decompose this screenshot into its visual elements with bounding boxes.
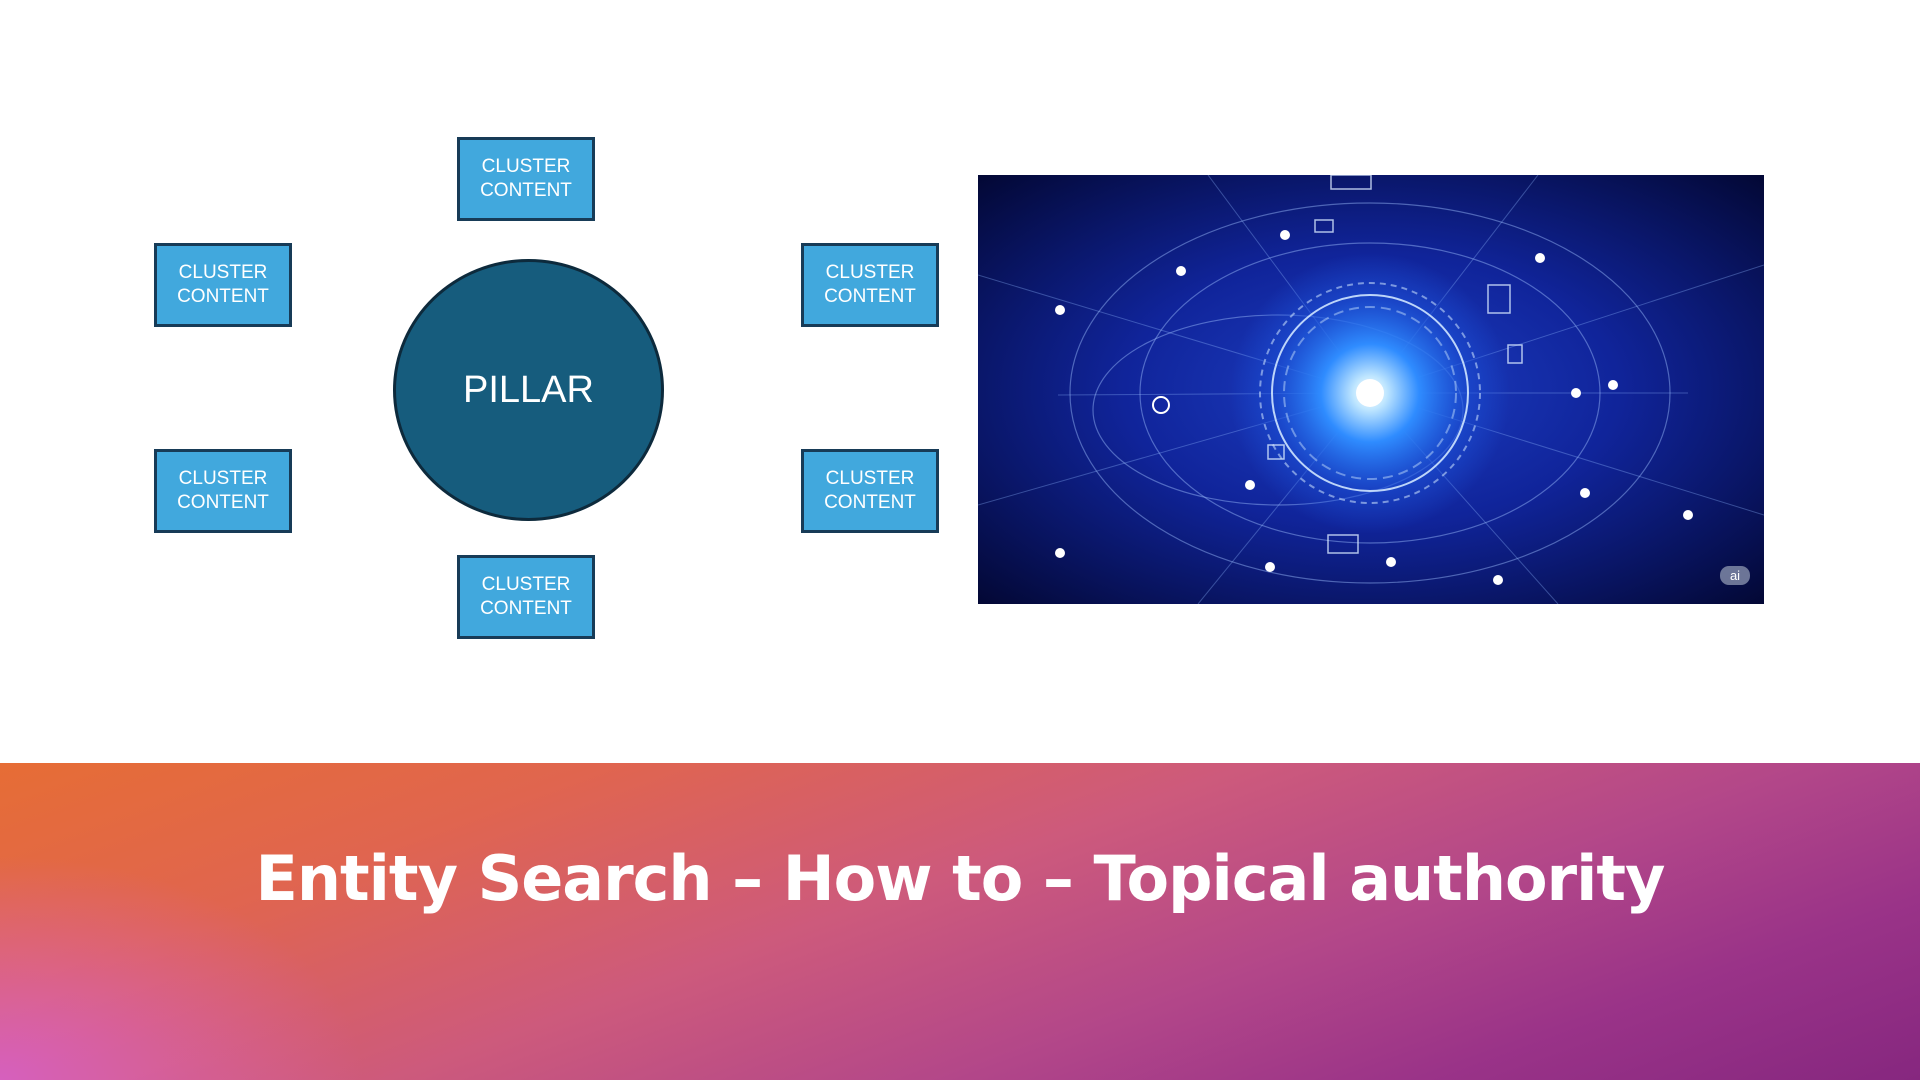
cluster-label-line1: CLUSTER <box>481 574 571 595</box>
cluster-label-line1: CLUSTER <box>178 468 268 489</box>
cluster-label-line1: CLUSTER <box>825 262 915 283</box>
cluster-box-top: CLUSTER CONTENT <box>457 137 595 221</box>
cluster-label-line1: CLUSTER <box>178 262 268 283</box>
cluster-label-line2: CONTENT <box>824 492 916 513</box>
cluster-box-upper-right: CLUSTER CONTENT <box>801 243 939 327</box>
title-banner: Entity Search – How to – Topical authori… <box>0 763 1920 1080</box>
cluster-label-line2: CONTENT <box>480 180 572 201</box>
cluster-box-lower-left: CLUSTER CONTENT <box>154 449 292 533</box>
cluster-box-bottom: CLUSTER CONTENT <box>457 555 595 639</box>
cluster-box-lower-right: CLUSTER CONTENT <box>801 449 939 533</box>
cluster-label-line2: CONTENT <box>177 286 269 307</box>
cluster-label-line2: CONTENT <box>177 492 269 513</box>
ai-badge-label: ai <box>1730 568 1740 583</box>
cluster-label-line1: CLUSTER <box>825 468 915 489</box>
pillar-circle: PILLAR <box>393 259 664 521</box>
ai-badge <box>1720 566 1750 585</box>
network-illustration-graphic: ai <box>978 175 1764 604</box>
cluster-box-upper-left: CLUSTER CONTENT <box>154 243 292 327</box>
network-illustration: ai <box>978 175 1764 604</box>
slide-title: Entity Search – How to – Topical authori… <box>255 841 1666 915</box>
cluster-label-line2: CONTENT <box>824 286 916 307</box>
cluster-label-line2: CONTENT <box>480 598 572 619</box>
pillar-label: PILLAR <box>463 368 594 411</box>
cluster-label-line1: CLUSTER <box>481 156 571 177</box>
